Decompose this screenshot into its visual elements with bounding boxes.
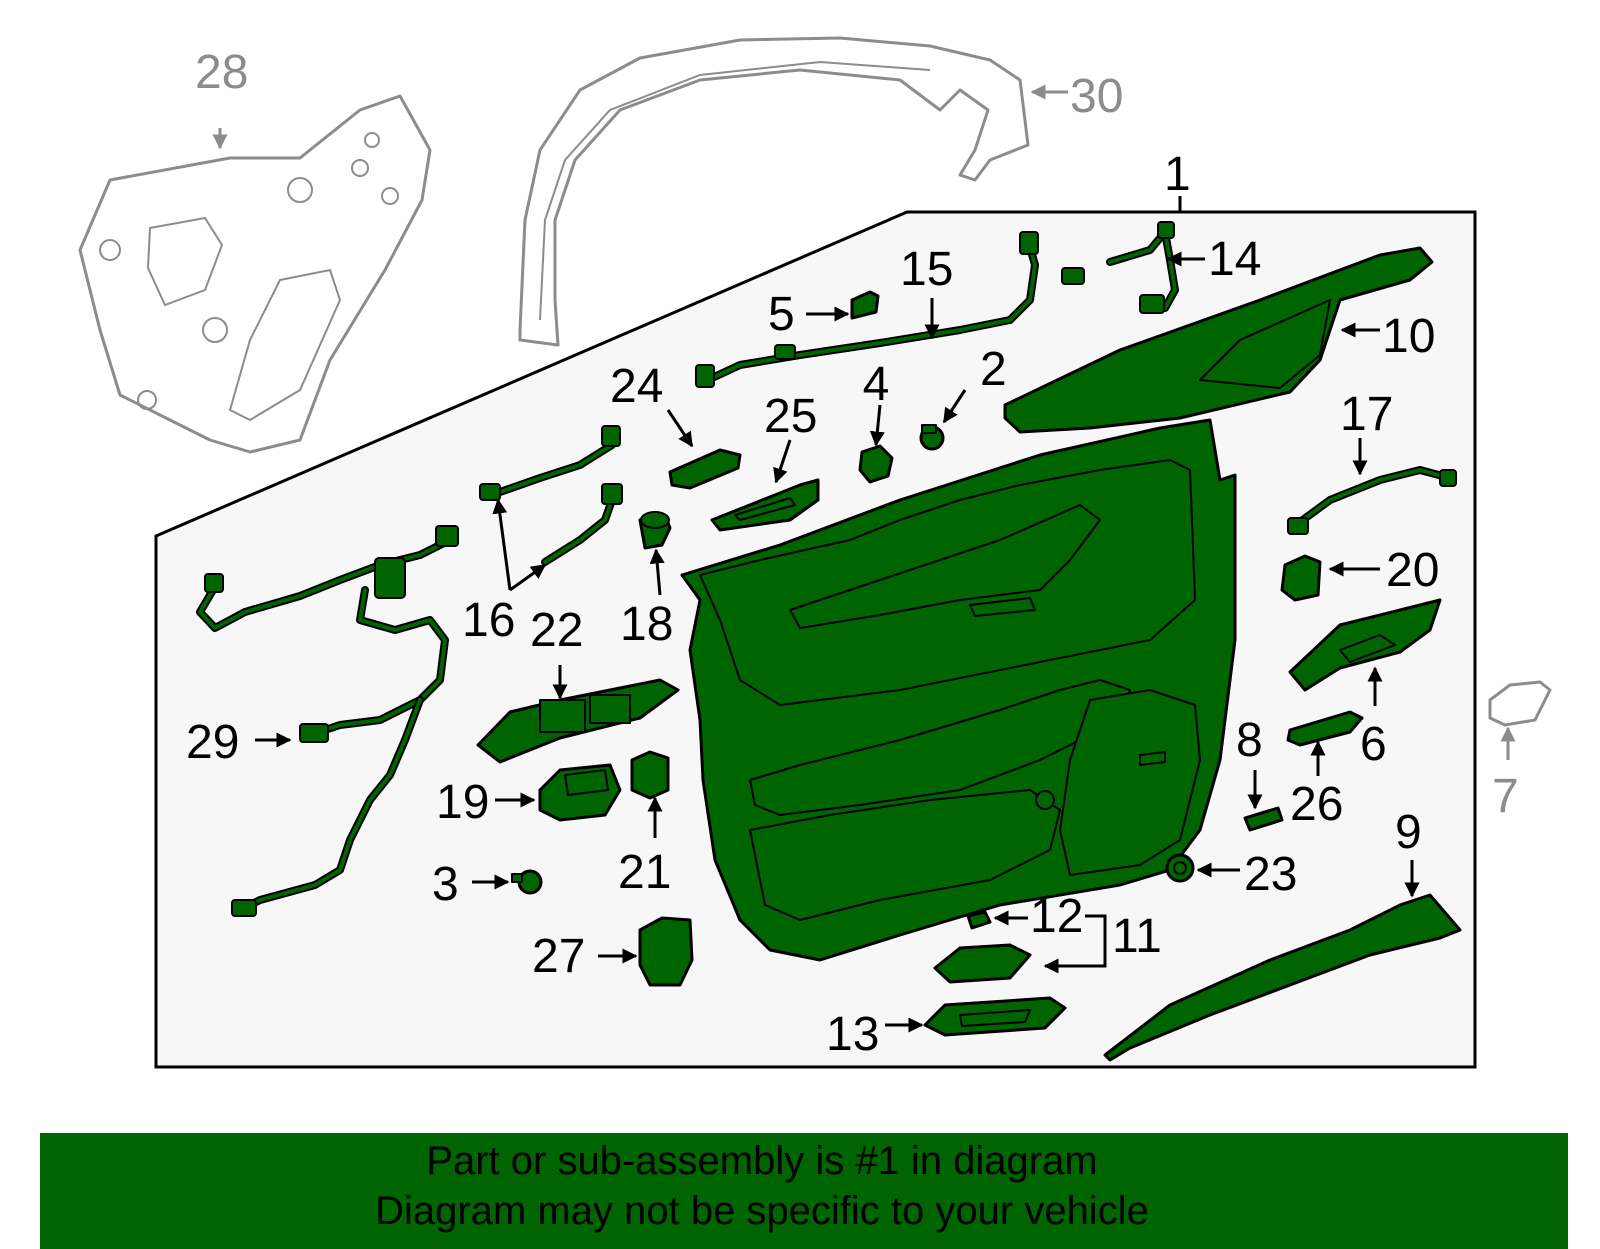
harness-part-16[interactable]: [479, 425, 623, 566]
switch-part-20[interactable]: [1280, 554, 1322, 602]
lamp-part-13[interactable]: [923, 996, 1067, 1037]
callout-27: 27: [532, 930, 585, 983]
callout-20: 20: [1386, 544, 1439, 597]
callout-26: 26: [1290, 778, 1343, 831]
clip-part-3[interactable]: [511, 869, 543, 895]
cap-part-4[interactable]: [858, 444, 894, 484]
callout-16: 16: [462, 594, 515, 647]
door-trim-panel-part-1[interactable]: [680, 418, 1237, 962]
leader-lines: [212, 84, 1516, 1033]
switch-part-11[interactable]: [933, 943, 1032, 984]
callout-17: 17: [1340, 388, 1393, 441]
upper-trim-part-10[interactable]: [1003, 246, 1434, 434]
bezel-part-26[interactable]: [1286, 710, 1364, 747]
lower-molding-part-9[interactable]: [1103, 893, 1462, 1062]
callout-2: 2: [980, 343, 1007, 396]
callout-5: 5: [768, 288, 795, 341]
callout-21: 21: [618, 846, 671, 899]
callout-1: 1: [1164, 148, 1191, 201]
harness-part-29[interactable]: [196, 525, 459, 917]
bracket-part-27[interactable]: [638, 916, 694, 987]
clip-part-2[interactable]: [919, 424, 945, 451]
clip-part-23[interactable]: [1165, 853, 1195, 883]
callout-18: 18: [620, 598, 673, 651]
info-banner: Part or sub-assembly is #1 in diagram Di…: [40, 1133, 1568, 1249]
callout-6: 6: [1360, 718, 1387, 771]
banner-line-2: Diagram may not be specific to your vehi…: [375, 1189, 1149, 1233]
switch-part-21[interactable]: [630, 750, 670, 800]
callout-7: 7: [1492, 770, 1519, 823]
callout-numbers: 1 2 3 4 5 6 7 8 9 10 11 12 13 14 15 16 1…: [186, 46, 1519, 1061]
plug-part-18[interactable]: [638, 511, 672, 550]
callout-13: 13: [826, 1008, 879, 1061]
handle-part-6[interactable]: [1288, 598, 1442, 692]
callout-29: 29: [186, 716, 239, 769]
harness-part-15[interactable]: [695, 231, 1085, 388]
callout-8: 8: [1236, 714, 1263, 767]
handle-bezel-part-25[interactable]: [710, 478, 820, 532]
wire-part-14[interactable]: [1106, 221, 1179, 314]
callout-3: 3: [432, 858, 459, 911]
callout-30: 30: [1070, 70, 1123, 123]
callout-22: 22: [530, 604, 583, 657]
callout-24: 24: [610, 360, 663, 413]
window-switch-part-19[interactable]: [538, 763, 622, 822]
callout-9: 9: [1395, 806, 1422, 859]
callout-25: 25: [764, 390, 817, 443]
cap-part-7[interactable]: [1488, 680, 1552, 727]
callout-10: 10: [1382, 310, 1435, 363]
callout-23: 23: [1244, 848, 1297, 901]
inner-door-panel-part-28[interactable]: [78, 94, 432, 454]
switch-part-24[interactable]: [668, 448, 742, 490]
insert-part-12[interactable]: [966, 910, 992, 930]
callout-14: 14: [1208, 233, 1261, 286]
wire-part-17[interactable]: [1287, 466, 1457, 535]
callout-4: 4: [863, 358, 890, 411]
callout-11: 11: [1112, 910, 1162, 963]
callout-28: 28: [195, 46, 248, 99]
callout-12: 12: [1030, 890, 1083, 943]
callout-19: 19: [436, 776, 489, 829]
callout-15: 15: [900, 243, 953, 296]
switch-bezel-part-22[interactable]: [476, 678, 680, 764]
banner-line-1: Part or sub-assembly is #1 in diagram: [426, 1139, 1098, 1183]
insert-part-8[interactable]: [1243, 806, 1284, 832]
frame-molding-part-30[interactable]: [518, 36, 1030, 347]
clip-part-5[interactable]: [850, 290, 880, 320]
